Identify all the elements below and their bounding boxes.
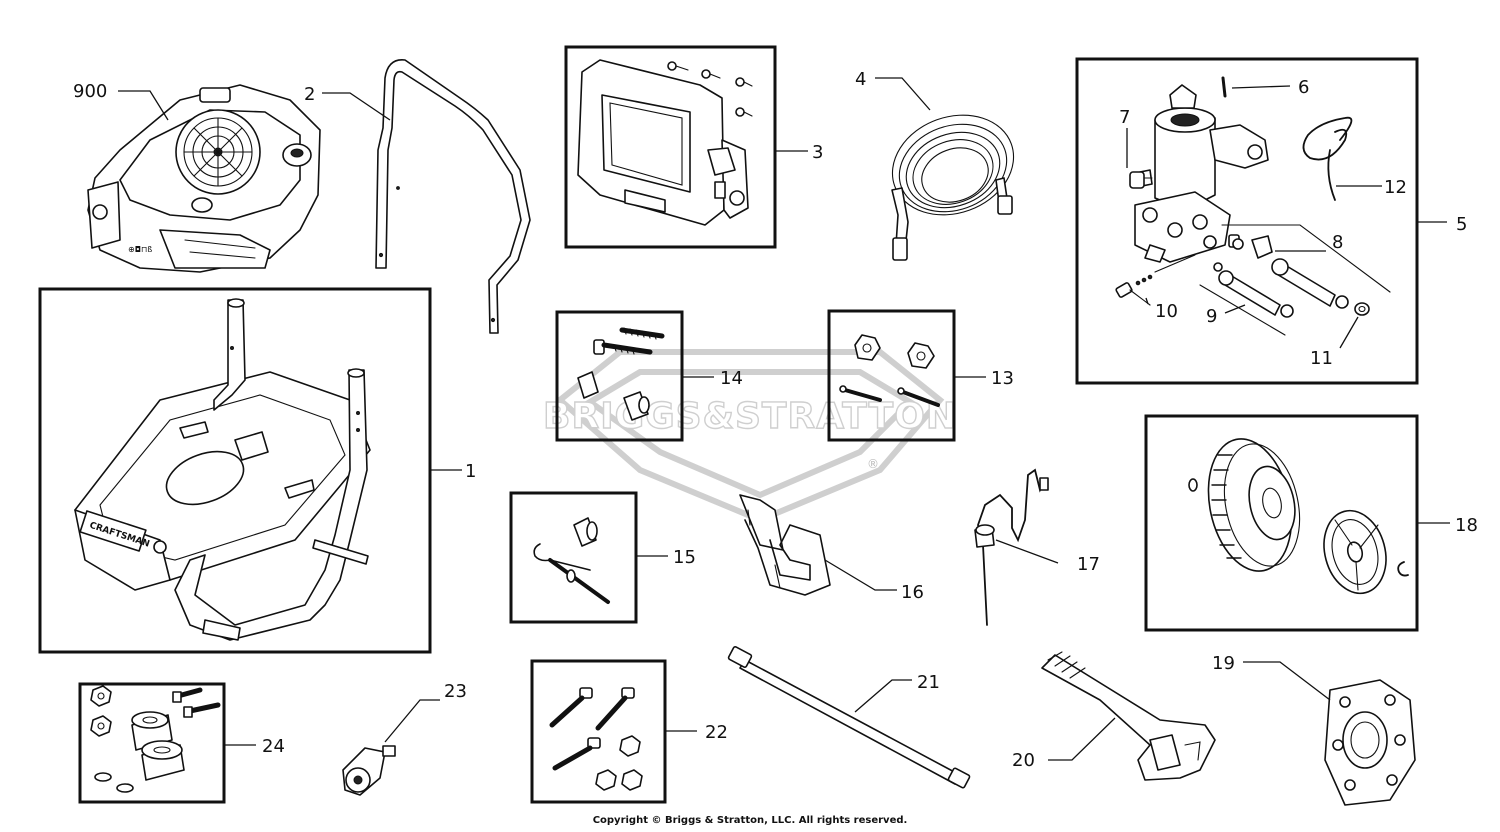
callout-14[interactable]: 14 — [720, 368, 743, 389]
callout-8[interactable]: 8 — [1332, 232, 1343, 253]
leader-900 — [118, 90, 169, 121]
callout-3[interactable]: 3 — [812, 142, 823, 163]
part-18-wheel-kit[interactable] — [1188, 431, 1409, 600]
part-24-hardware-kit[interactable] — [90, 685, 221, 793]
callout-21[interactable]: 21 — [917, 672, 940, 693]
part-17-detergent-tube[interactable] — [974, 468, 1049, 626]
leader-21 — [854, 679, 912, 713]
part-3-control-panel[interactable] — [577, 59, 753, 226]
box-part-3 — [564, 45, 777, 249]
callout-24[interactable]: 24 — [262, 736, 285, 757]
leader-6 — [1231, 85, 1291, 89]
leader-23 — [384, 699, 440, 743]
leader-2 — [322, 92, 391, 121]
leader-11 — [1339, 316, 1359, 349]
callout-900[interactable]: 900 — [73, 81, 107, 102]
part-14-hardware-kit[interactable] — [577, 327, 665, 421]
callout-11[interactable]: 11 — [1310, 348, 1333, 369]
callout-9[interactable]: 9 — [1206, 306, 1217, 327]
watermark-brand: BRIGGS&STRATTON — [543, 396, 957, 437]
callout-22[interactable]: 22 — [705, 722, 728, 743]
part-19-reel-bracket[interactable] — [1324, 679, 1416, 806]
part-9-outlet-assembly[interactable] — [1199, 262, 1294, 336]
part-1-frame[interactable]: CRAFTSMAN — [74, 298, 371, 641]
briggs-stratton-watermark: BRIGGS&STRATTON ® — [542, 349, 957, 524]
part-21-spray-lance[interactable] — [727, 646, 971, 789]
callout-4[interactable]: 4 — [855, 69, 866, 90]
callout-18[interactable]: 18 — [1455, 515, 1478, 536]
part-6-pin[interactable] — [1221, 76, 1227, 98]
callout-15[interactable]: 15 — [673, 547, 696, 568]
callout-2[interactable]: 2 — [304, 84, 315, 105]
box-part-13 — [827, 309, 956, 442]
box-part-14 — [555, 310, 684, 442]
part-11-washer[interactable] — [1354, 302, 1370, 316]
callout-6[interactable]: 6 — [1298, 77, 1309, 98]
engine-label: ⊕◘⊓ß — [128, 245, 152, 254]
leader-19 — [1243, 661, 1331, 701]
leader-4 — [875, 77, 931, 111]
box-part-24 — [78, 682, 226, 804]
part-13-knob-kit[interactable] — [839, 334, 940, 407]
callout-12[interactable]: 12 — [1384, 177, 1407, 198]
part-22-screw-kit[interactable] — [549, 687, 643, 791]
box-part-5 — [1075, 57, 1419, 385]
part-12-o-ring[interactable] — [1302, 116, 1353, 201]
part-5-pump-assembly[interactable] — [1134, 84, 1269, 263]
part-15-pin-kit[interactable] — [533, 517, 610, 604]
leader-17 — [995, 539, 1059, 564]
callout-23[interactable]: 23 — [444, 681, 467, 702]
callout-13[interactable]: 13 — [991, 368, 1014, 389]
leader-20 — [1048, 717, 1116, 761]
part-2-handle[interactable] — [375, 59, 531, 334]
callout-10[interactable]: 10 — [1155, 301, 1178, 322]
leader-9 — [1224, 304, 1246, 314]
part-23-nozzle[interactable] — [342, 745, 396, 796]
callout-16[interactable]: 16 — [901, 582, 924, 603]
part-900-engine[interactable]: ⊕◘⊓ß — [87, 84, 321, 273]
callout-19[interactable]: 19 — [1212, 653, 1235, 674]
part-10-chemical-injector[interactable] — [1115, 254, 1196, 306]
callout-7[interactable]: 7 — [1119, 107, 1130, 128]
part-7-unloader-valve[interactable] — [1129, 171, 1153, 189]
copyright-notice: Copyright © Briggs & Stratton, LLC. All … — [592, 815, 908, 826]
part-20-spray-gun[interactable] — [1041, 651, 1216, 781]
box-part-15 — [509, 491, 638, 624]
leader-16 — [824, 559, 897, 591]
part-16-nozzle-holder[interactable] — [739, 494, 831, 596]
part-8-inlet-assembly[interactable] — [1221, 224, 1391, 309]
watermark-registered-mark: ® — [867, 457, 879, 471]
leader-10 — [1145, 297, 1149, 305]
callout-5[interactable]: 5 — [1456, 214, 1467, 235]
callout-17[interactable]: 17 — [1077, 554, 1100, 575]
callout-20[interactable]: 20 — [1012, 750, 1035, 771]
callout-1[interactable]: 1 — [465, 461, 476, 482]
part-4-hose[interactable] — [878, 99, 1027, 261]
